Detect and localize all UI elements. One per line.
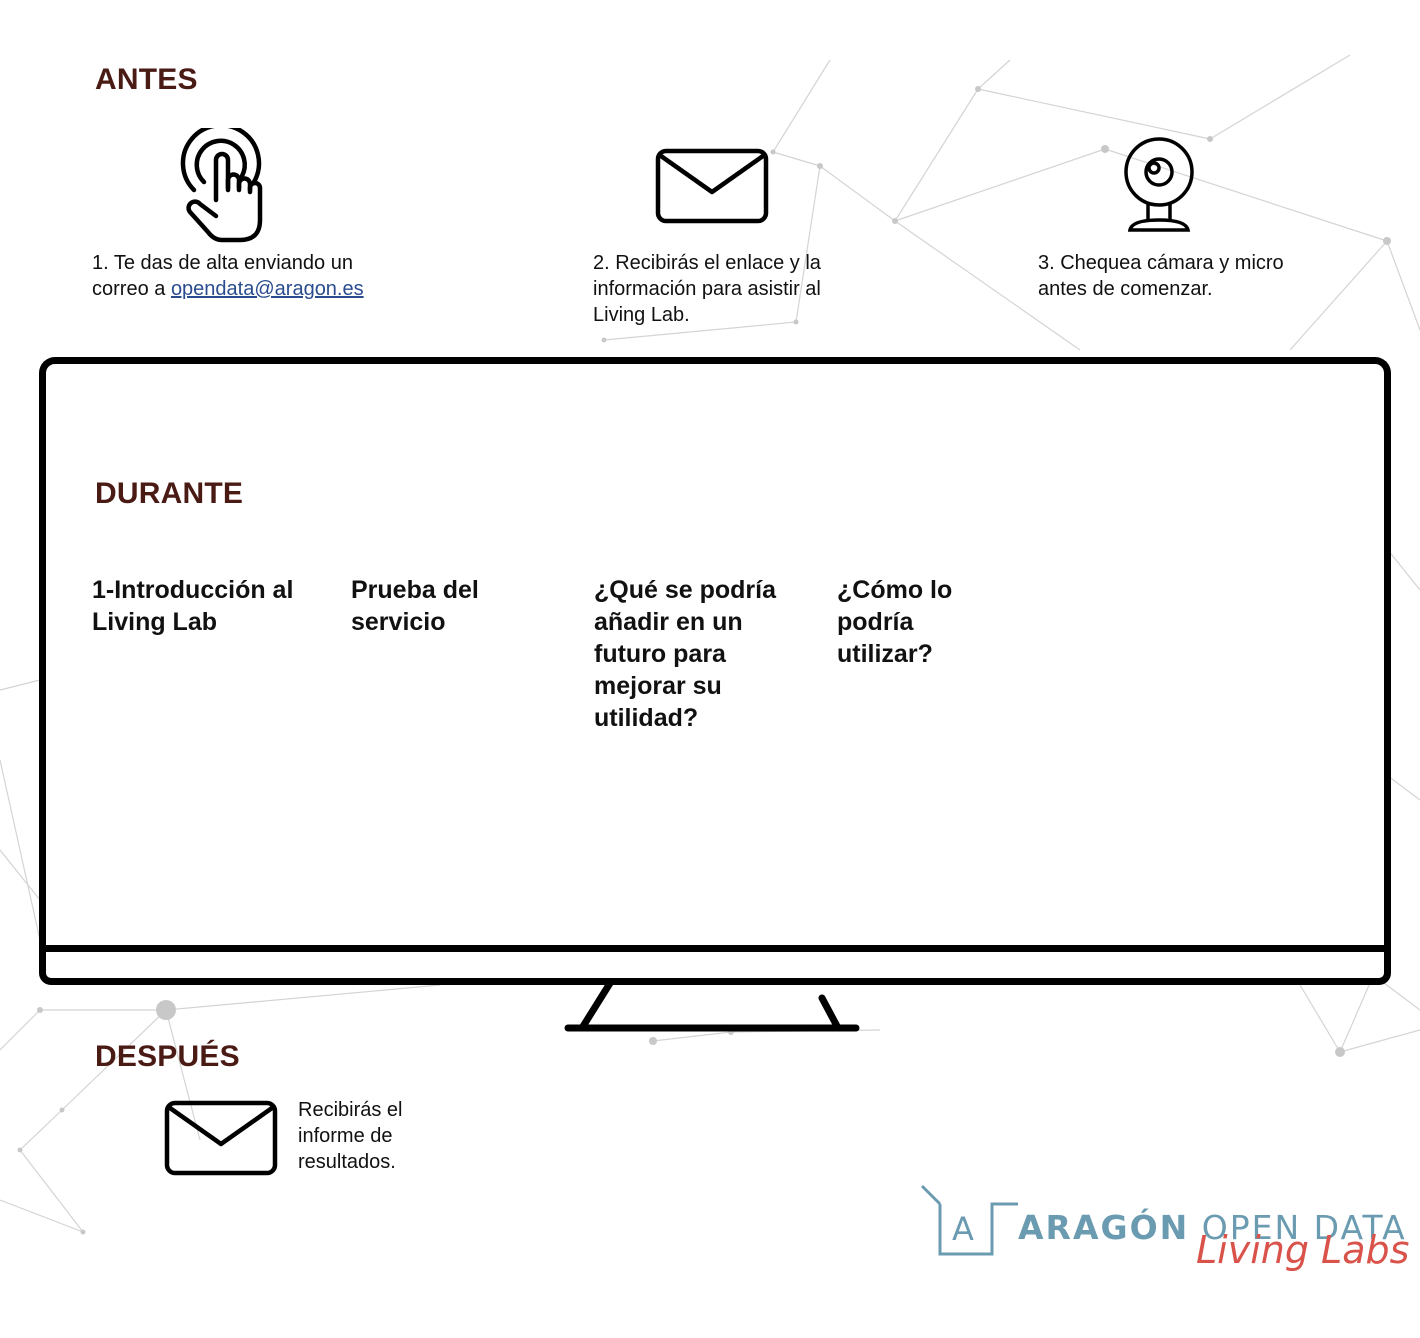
logo-letter: A: [952, 1210, 974, 1248]
monitor-bezel: [39, 945, 1391, 985]
email-link[interactable]: opendata@aragon.es: [170, 278, 364, 300]
envelope-icon: [655, 148, 769, 224]
logo-box-icon: [920, 1184, 1018, 1256]
topic-prueba-servicio: Prueba del servicio: [351, 576, 479, 636]
despues-title: DESPUÉS: [95, 1040, 240, 1073]
after-text: Recibirás el informe de resultados.: [298, 1099, 403, 1173]
antes-title: ANTES: [95, 63, 198, 96]
webcam-icon: [1124, 137, 1194, 232]
step-3-text: 3. Chequea cámara y micro antes de comen…: [1038, 252, 1284, 300]
step-1-text: 1. Te das de alta enviando un correo a o…: [92, 252, 364, 300]
aragon-open-data-logo: A ARAGÓN OPEN DATA Living Labs: [920, 1184, 1409, 1284]
monitor-stand: [564, 978, 860, 1032]
monitor-screen: [39, 357, 1391, 952]
durante-title: DURANTE: [95, 477, 244, 510]
envelope-icon: [164, 1100, 278, 1176]
step-2-text: 2. Recibirás el enlace y la información …: [593, 252, 821, 326]
topic-que-anadir: ¿Qué se podría añadir en un futuro para …: [594, 576, 776, 732]
tap-hand-icon: [180, 128, 263, 243]
topic-como-utilizar: ¿Cómo lo podría utilizar?: [837, 576, 953, 668]
logo-name: ARAGÓN OPEN DATA: [1018, 1208, 1407, 1247]
topic-introduccion: 1-Introducción al Living Lab: [92, 576, 294, 636]
logo-subtitle: Living Labs: [1196, 1228, 1410, 1272]
